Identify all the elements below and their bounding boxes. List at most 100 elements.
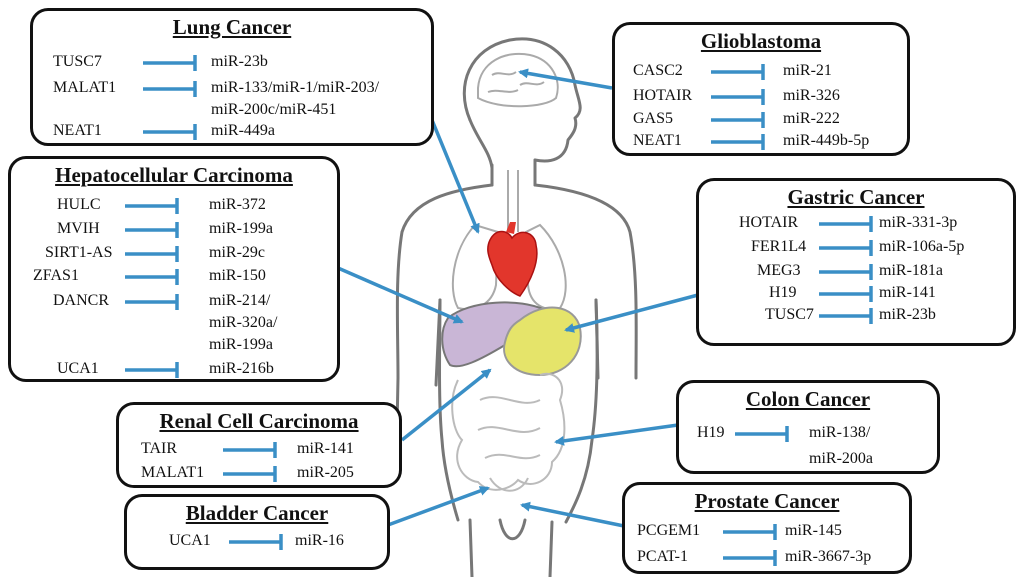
lncrna-label: H19 — [697, 424, 725, 441]
lncrna-label: CASC2 — [633, 62, 683, 79]
lncrna-label: SIRT1-AS — [45, 244, 113, 261]
lnc-mir-row: TUSC7 miR-23b — [33, 52, 431, 72]
mirna-label: miR-29c — [209, 244, 265, 261]
lnc-mir-row: HULC miR-372 — [11, 195, 337, 215]
inhibition-arrow — [143, 81, 197, 97]
mirna-label-cont: miR-200a — [809, 450, 873, 467]
intestines — [451, 372, 566, 492]
mirna-label-cont: miR-200c/miR-451 — [211, 101, 337, 118]
lnc-mir-row: HOTAIR miR-326 — [615, 86, 907, 106]
lncrna-label: MALAT1 — [53, 79, 117, 96]
inhibition-arrow — [125, 294, 179, 310]
mirna-label: miR-138/ — [809, 424, 871, 441]
lncrna-label: GAS5 — [633, 110, 674, 127]
inhibition-arrow — [819, 240, 873, 256]
gastric-arrow — [564, 293, 699, 333]
heart-shape — [487, 230, 538, 297]
inhibition-arrow — [735, 426, 789, 442]
back-of-head — [468, 118, 494, 170]
mirna-label-cont: miR-320a/ — [209, 314, 278, 331]
mirna-label: miR-21 — [783, 62, 832, 79]
lncrna-label: ZFAS1 — [33, 267, 79, 284]
inhibition-arrow — [711, 134, 765, 150]
body-outline — [394, 37, 638, 577]
inhibition-arrow — [819, 308, 873, 324]
lnc-mir-row: MALAT1 miR-205 — [119, 463, 399, 483]
inhibition-arrow — [125, 198, 179, 214]
mirna-label: miR-214/ — [209, 292, 271, 309]
lnc-mir-row: TUSC7 miR-23b — [699, 305, 1013, 325]
mirna-label: miR-145 — [785, 522, 842, 539]
left-leg — [468, 518, 474, 577]
hcc-arrow — [337, 266, 464, 324]
brain-shape — [477, 52, 559, 108]
box-title: Gastric Cancer — [787, 185, 925, 209]
inhibition-arrow — [143, 124, 197, 140]
inhibition-arrow — [819, 264, 873, 280]
box-title: Colon Cancer — [745, 387, 871, 411]
mirna-label: miR-222 — [783, 110, 840, 127]
inhibition-arrow — [125, 362, 179, 378]
lnc-mir-row: H19 miR-141 — [699, 283, 1013, 303]
lnc-mir-row: CASC2 miR-21 — [615, 61, 907, 81]
inhibition-arrow — [819, 216, 873, 232]
mirna-label: miR-23b — [879, 306, 936, 323]
lncrna-label: HOTAIR — [633, 87, 693, 104]
lnc-mir-row: FER1L4 miR-106a-5p — [699, 237, 1013, 257]
lnc-mir-row: NEAT1 miR-449a — [33, 121, 431, 141]
crotch — [498, 518, 527, 541]
mirna-label: miR-3667-3p — [785, 548, 872, 565]
lncrna-label: NEAT1 — [633, 132, 682, 149]
lnc-mir-row: PCAT-1 miR-3667-3p — [625, 547, 909, 567]
lncrna-label: UCA1 — [57, 360, 99, 377]
lung-cancer-box: Lung Cancer TUSC7 miR-23b MALAT1 miR-133… — [30, 8, 434, 146]
left-shoulder-arm — [394, 183, 494, 482]
lncrna-label: UCA1 — [169, 532, 211, 549]
bladder-shape — [489, 477, 529, 492]
lnc-mir-row: NEAT1 miR-449b-5p — [615, 131, 907, 151]
inhibition-arrow — [819, 286, 873, 302]
lung-arrow — [430, 119, 480, 234]
lnc-mir-row: DANCR miR-214/ miR-320a/ miR-199a — [11, 291, 337, 353]
mirna-label: miR-199a — [209, 220, 273, 237]
lncrna-label: TAIR — [141, 440, 178, 457]
right-shoulder-arm — [533, 183, 638, 380]
lncrna-label: PCAT-1 — [637, 548, 688, 565]
box-title: Renal Cell Carcinoma — [159, 409, 359, 433]
mirna-label: miR-181a — [879, 262, 943, 279]
inhibition-arrow — [125, 222, 179, 238]
mirna-label: miR-23b — [211, 53, 268, 70]
lncrna-label: FER1L4 — [751, 238, 807, 255]
trachea — [507, 170, 519, 232]
inhibition-arrow — [711, 64, 765, 80]
lnc-mir-row: SIRT1-AS miR-29c — [11, 243, 337, 263]
inhibition-arrow — [223, 442, 277, 458]
mirna-label: miR-326 — [783, 87, 840, 104]
lncrna-label: MVIH — [57, 220, 100, 237]
hepatocellular-carcinoma-box: Hepatocellular Carcinoma HULC miR-372 MV… — [8, 156, 340, 382]
inhibition-arrow — [223, 466, 277, 482]
mirna-label: miR-205 — [297, 464, 354, 481]
inhibition-arrow — [229, 534, 283, 550]
inhibition-arrow — [723, 550, 777, 566]
box-title: Hepatocellular Carcinoma — [55, 163, 293, 187]
mirna-label: miR-331-3p — [879, 214, 958, 231]
inhibition-arrow — [143, 55, 197, 71]
prostate-cancer-box: Prostate Cancer PCGEM1 miR-145 PCAT-1 mi… — [622, 482, 912, 574]
lnc-mir-row: ZFAS1 miR-150 — [11, 266, 337, 286]
lncrna-label: DANCR — [53, 292, 110, 309]
inhibition-arrow — [711, 112, 765, 128]
lnc-mir-row: UCA1 miR-216b — [11, 359, 337, 379]
lnc-mir-row: GAS5 miR-222 — [615, 109, 907, 129]
lnc-mir-row: UCA1 miR-16 — [127, 531, 387, 551]
lncrna-label: TUSC7 — [53, 53, 102, 70]
mirna-label: miR-216b — [209, 360, 274, 377]
lncrna-label: MALAT1 — [141, 464, 205, 481]
lnc-mir-row: MALAT1 miR-133/miR-1/miR-203/ miR-200c/m… — [33, 78, 431, 118]
lncrna-label: NEAT1 — [53, 122, 102, 139]
bladder-arrow — [387, 486, 490, 527]
colon-cancer-box: Colon Cancer H19 miR-138/ miR-200a — [676, 380, 940, 474]
torso-left — [438, 298, 460, 522]
mirna-label: miR-106a-5p — [879, 238, 965, 255]
renal-arrow — [400, 368, 492, 442]
